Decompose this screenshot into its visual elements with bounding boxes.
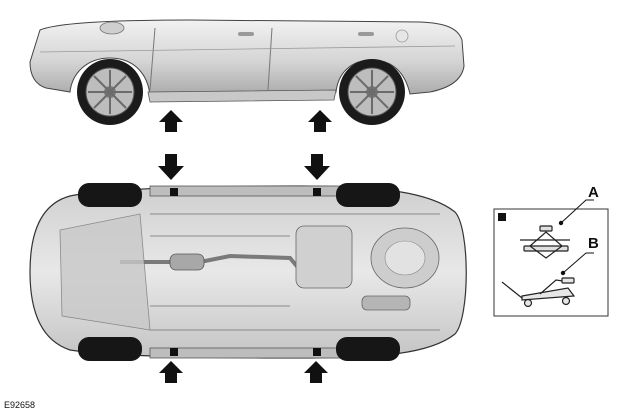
callout-leader bbox=[562, 252, 594, 274]
car-underside-view bbox=[29, 183, 467, 361]
figure-reference-code: E92658 bbox=[4, 400, 36, 410]
down-arrow bbox=[158, 154, 184, 180]
engine-subframe bbox=[59, 213, 151, 331]
up-arrow bbox=[308, 110, 332, 132]
jacking-point-marker bbox=[170, 188, 178, 196]
door-handle bbox=[238, 32, 254, 36]
up-arrow bbox=[159, 361, 183, 383]
front-wheel-side bbox=[77, 59, 143, 125]
jack-legend: A B bbox=[493, 184, 609, 317]
rear-silencer bbox=[361, 295, 411, 311]
car-side-view bbox=[29, 19, 465, 125]
jacking-point-marker bbox=[170, 348, 178, 356]
callout-label-b: B bbox=[588, 235, 599, 252]
door-line bbox=[267, 27, 273, 91]
door-line bbox=[149, 27, 156, 91]
muffler bbox=[169, 253, 205, 271]
down-arrow bbox=[304, 154, 330, 180]
lift-arrows bbox=[158, 110, 332, 383]
jacking-point-marker bbox=[313, 188, 321, 196]
side-mirror bbox=[99, 21, 125, 35]
spare-wheel-well bbox=[384, 240, 426, 276]
trolley-jack-icon bbox=[501, 277, 576, 308]
scissor-jack-icon bbox=[520, 225, 570, 259]
up-arrow bbox=[159, 110, 183, 132]
car-side-sill bbox=[147, 89, 337, 103]
rear-wheel-side bbox=[339, 59, 405, 125]
jacking-point-markers bbox=[170, 188, 321, 356]
legend-marker-square bbox=[498, 213, 506, 221]
up-arrow bbox=[304, 361, 328, 383]
tire bbox=[78, 183, 400, 361]
fuel-tank bbox=[295, 225, 353, 289]
body-crease bbox=[39, 45, 456, 53]
jacking-point-marker bbox=[313, 348, 321, 356]
legend-box bbox=[493, 208, 609, 317]
door-handle bbox=[358, 32, 374, 36]
fuel-cap bbox=[395, 29, 409, 43]
callout-leader bbox=[560, 199, 594, 224]
callout-label-a: A bbox=[588, 184, 599, 201]
